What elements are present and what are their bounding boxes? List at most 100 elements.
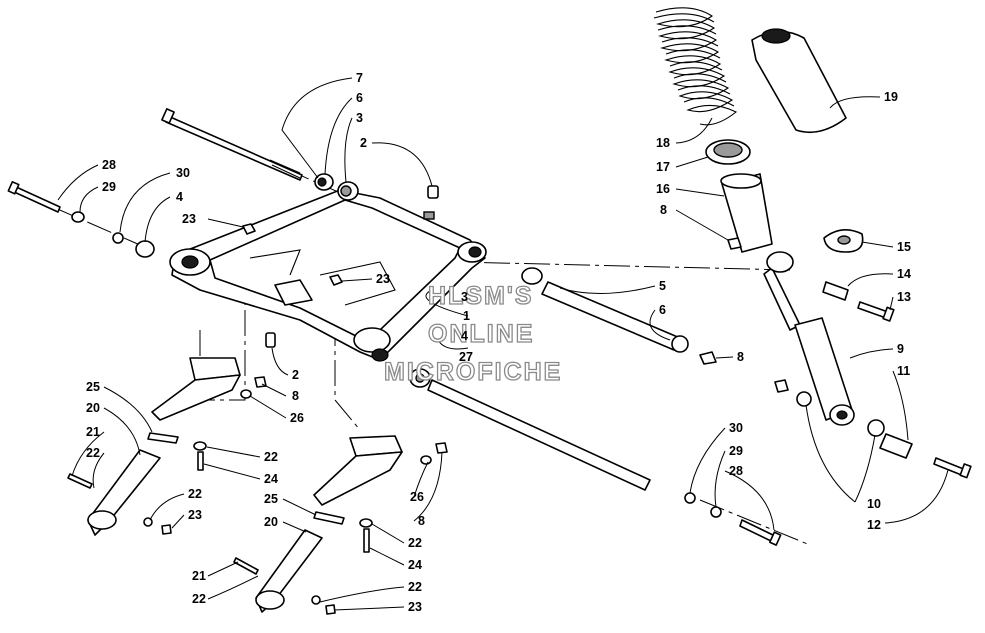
callout-26: 26 [290, 411, 304, 425]
callout-19: 19 [884, 90, 898, 104]
bracket-left [151, 357, 241, 421]
bushing-3-upper [337, 181, 359, 201]
spring-18 [653, 7, 738, 126]
callout-7: 7 [356, 71, 363, 85]
nut-8-shock-top [727, 237, 742, 250]
pin-25-left [147, 432, 179, 444]
long-bolt-7 [161, 108, 303, 181]
washer-10-right [867, 419, 885, 437]
spacer-14 [822, 281, 849, 301]
callout-15: 15 [897, 240, 911, 254]
callout-18: 18 [656, 136, 670, 150]
callout-17: 17 [656, 160, 670, 174]
footrest-20-left [87, 449, 161, 536]
watermark-line-1: HLSM'S [428, 282, 533, 310]
washer-22-right-b [311, 595, 321, 605]
callout-24: 24 [264, 472, 278, 486]
bolt-12 [933, 457, 972, 479]
nut-8-shaft [699, 351, 717, 365]
bolt-24-right [363, 528, 370, 553]
washer-30-left [112, 232, 124, 244]
callout-4: 4 [176, 190, 183, 204]
callout-25: 25 [86, 380, 100, 394]
grease-fitting-2-lower [265, 332, 276, 348]
nut-23-right-b [325, 604, 336, 615]
callout-2: 2 [292, 368, 299, 382]
pin-25-right [313, 511, 345, 525]
callout-6: 6 [659, 303, 666, 317]
callout-8: 8 [660, 203, 667, 217]
callout-23: 23 [376, 272, 390, 286]
washer-30-right [684, 492, 696, 504]
callout-8: 8 [292, 389, 299, 403]
nut-8-right [435, 442, 448, 454]
shaft-27 [409, 368, 651, 491]
callout-27: 27 [459, 350, 473, 364]
grease-fitting-2-upper [423, 185, 439, 220]
callout-3: 3 [356, 111, 363, 125]
callout-29: 29 [729, 444, 743, 458]
callout-28: 28 [102, 158, 116, 172]
callout-8: 8 [418, 514, 425, 528]
leader-lines [57, 77, 949, 611]
boot-19 [751, 28, 847, 134]
bump-stop-15 [823, 229, 864, 253]
callout-29: 29 [102, 180, 116, 194]
nut-23-mid [329, 274, 343, 286]
footrest-20-right [255, 529, 323, 613]
washer-10-left [796, 391, 812, 407]
callout-labels: 7 6 3 2 28 29 30 4 23 23 3 1 4 27 2 8 26… [86, 71, 911, 614]
washer-22-left-a [193, 441, 207, 451]
bolt-21-right [233, 557, 259, 575]
sleeve-16 [720, 173, 773, 253]
callout-23: 23 [182, 212, 196, 226]
washer-29-left [71, 211, 85, 223]
callout-20: 20 [86, 401, 100, 415]
bolt-21-left [67, 473, 93, 489]
callout-16: 16 [656, 182, 670, 196]
callout-2: 2 [360, 136, 367, 150]
washer-22-right-a [359, 518, 373, 528]
bushing-4-left [135, 240, 155, 258]
callout-13: 13 [897, 290, 911, 304]
callout-12: 12 [867, 518, 881, 532]
callout-9: 9 [897, 342, 904, 356]
callout-24: 24 [408, 558, 422, 572]
watermark: HLSM'S ONLINE MICROFICHE [383, 281, 562, 386]
nut-23-left-b [161, 524, 172, 535]
callout-26: 26 [410, 490, 424, 504]
callout-30: 30 [176, 166, 190, 180]
watermark-line-3: MICROFICHE [384, 358, 562, 386]
nut-8-shock-bottom [774, 379, 789, 393]
callout-3: 3 [461, 290, 468, 304]
callout-11: 11 [897, 364, 910, 378]
callout-22: 22 [264, 450, 278, 464]
callout-25: 25 [264, 492, 278, 506]
callout-28: 28 [729, 464, 743, 478]
callout-1: 1 [463, 309, 470, 323]
bolt-24-left [197, 451, 204, 471]
nut-23-left [242, 223, 256, 235]
washer-26-right [420, 455, 432, 465]
callout-21: 21 [192, 569, 206, 583]
callout-14: 14 [897, 267, 911, 281]
bracket-right [313, 435, 403, 506]
bushing-6-upper [314, 173, 334, 191]
callout-30: 30 [729, 421, 743, 435]
callout-22: 22 [86, 446, 100, 460]
callout-22: 22 [188, 487, 202, 501]
callout-22: 22 [192, 592, 206, 606]
callout-20: 20 [264, 515, 278, 529]
bolt-28-right [739, 519, 782, 546]
washer-29-right [710, 506, 722, 518]
bolt-28-left [7, 181, 61, 213]
callout-22: 22 [408, 580, 422, 594]
washer-26-left [240, 389, 252, 399]
callout-6: 6 [356, 91, 363, 105]
spring-seat-17 [705, 139, 751, 165]
callout-5: 5 [659, 279, 666, 293]
bushing-11 [879, 433, 913, 459]
shock-body-9 [763, 251, 855, 426]
callout-10: 10 [867, 497, 881, 511]
